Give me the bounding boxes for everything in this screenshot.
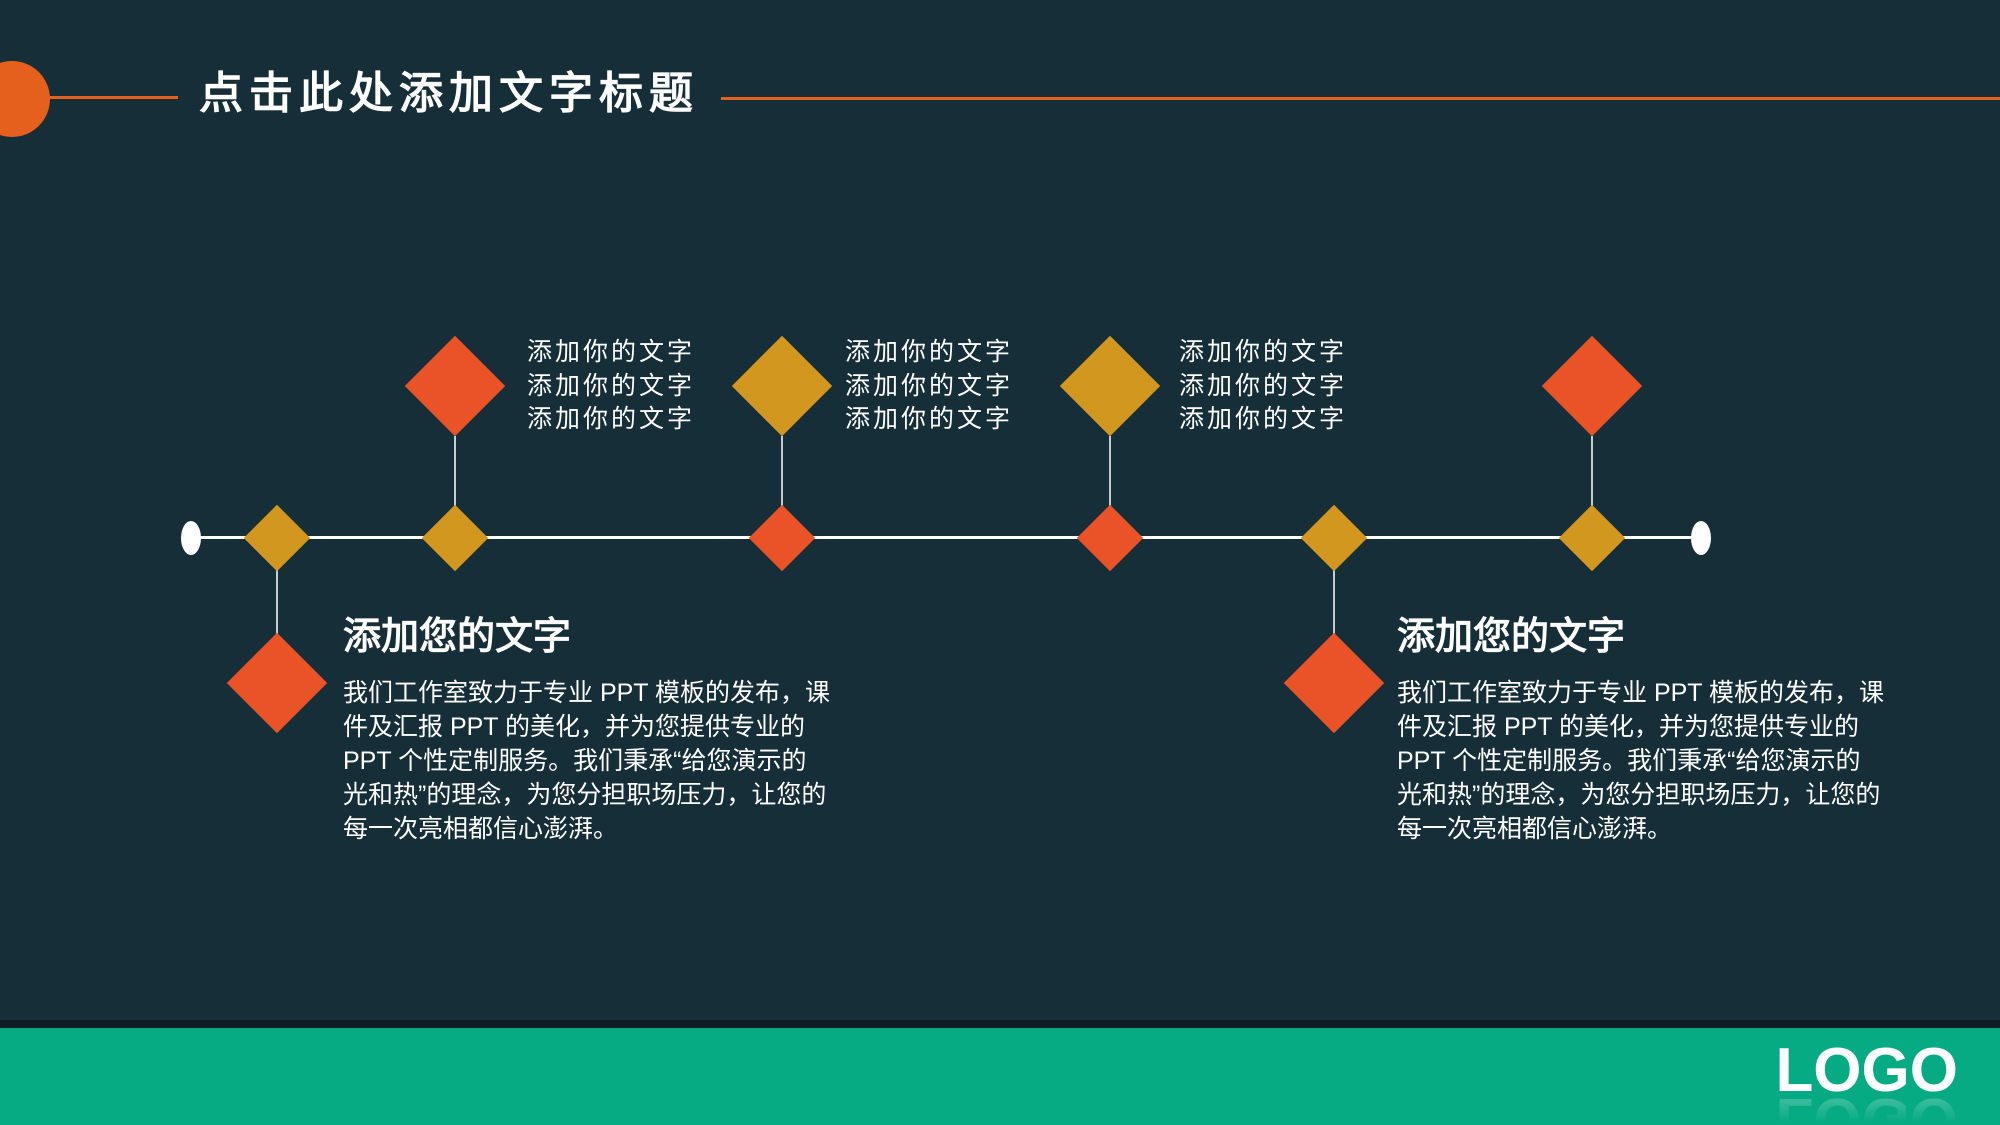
timeline-label-line: 添加你的文字 xyxy=(1179,371,1348,400)
detail-body-line: 光和热”的理念，为您分担职场压力，让您的 xyxy=(343,781,827,809)
timeline-bottom-diamond-icon xyxy=(226,632,328,734)
timeline-start-dot-icon xyxy=(181,521,201,555)
timeline-label-line: 添加你的文字 xyxy=(1179,405,1348,433)
timeline-label-group-2[interactable]: 添加你的文字 添加你的文字 添加你的文字 xyxy=(845,336,1013,437)
connector-line xyxy=(1109,436,1111,506)
timeline-label-line: 添加你的文字 xyxy=(845,338,1014,366)
timeline-label-line: 添加你的文字 xyxy=(845,405,1014,433)
header-accent-circle-icon xyxy=(0,61,50,137)
detail-heading-left[interactable]: 添加您的文字 xyxy=(343,616,572,658)
detail-body-right[interactable]: 我们工作室致力于专业 PPT 模板的发布，课 件及汇报 PPT 的美化，并为您提… xyxy=(1397,676,1884,846)
timeline-node-diamond-icon xyxy=(1076,504,1144,572)
detail-body-line: 我们工作室致力于专业 PPT 模板的发布，课 xyxy=(343,679,831,707)
timeline-label-line: 添加你的文字 xyxy=(527,405,696,433)
detail-body-line: 件及汇报 PPT 的美化，并为您提供专业的 xyxy=(1397,713,1860,741)
logo-reflection: LOGO xyxy=(1775,1085,1958,1125)
timeline-top-diamond-icon xyxy=(731,335,833,437)
timeline-bottom-diamond-icon xyxy=(1283,632,1385,734)
connector-line xyxy=(276,570,278,634)
footer-dark-strip xyxy=(0,1020,2000,1028)
connector-line xyxy=(1333,570,1335,634)
connector-line xyxy=(781,436,783,506)
detail-heading-right[interactable]: 添加您的文字 xyxy=(1397,616,1626,658)
timeline-node-diamond-icon xyxy=(1558,504,1626,572)
timeline-label-group-3[interactable]: 添加你的文字 添加你的文字 添加你的文字 xyxy=(1179,336,1347,437)
detail-body-line: PPT 个性定制服务。我们秉承“给您演示的 xyxy=(343,747,807,775)
timeline-node-diamond-icon xyxy=(748,504,816,572)
timeline-label-line: 添加你的文字 xyxy=(527,371,696,400)
timeline-top-diamond-icon xyxy=(1059,335,1161,437)
footer-green-bar xyxy=(0,1028,2000,1125)
timeline-label-group-1[interactable]: 添加你的文字 添加你的文字 添加你的文字 xyxy=(527,336,695,437)
timeline-top-diamond-icon xyxy=(1541,335,1643,437)
connector-line xyxy=(1591,436,1593,506)
timeline-label-line: 添加你的文字 xyxy=(527,338,696,366)
timeline-label-line: 添加你的文字 xyxy=(1179,338,1348,366)
detail-body-line: 光和热”的理念，为您分担职场压力，让您的 xyxy=(1397,781,1881,809)
logo-text: LOGO xyxy=(1775,1036,1958,1105)
timeline-node-diamond-icon xyxy=(1300,504,1368,572)
detail-body-line: 每一次亮相都信心澎湃。 xyxy=(343,815,619,843)
timeline-end-dot-icon xyxy=(1691,521,1711,555)
detail-body-line: PPT 个性定制服务。我们秉承“给您演示的 xyxy=(1397,747,1861,775)
timeline-node-diamond-icon xyxy=(243,504,311,572)
detail-body-line: 件及汇报 PPT 的美化，并为您提供专业的 xyxy=(343,713,806,741)
header-line-left xyxy=(48,96,178,99)
connector-line xyxy=(454,436,456,506)
timeline-label-line: 添加你的文字 xyxy=(845,371,1014,400)
detail-body-left[interactable]: 我们工作室致力于专业 PPT 模板的发布，课 件及汇报 PPT 的美化，并为您提… xyxy=(343,676,830,846)
detail-body-line: 我们工作室致力于专业 PPT 模板的发布，课 xyxy=(1397,679,1885,707)
timeline-node-diamond-icon xyxy=(421,504,489,572)
detail-body-line: 每一次亮相都信心澎湃。 xyxy=(1397,815,1673,843)
footer-logo: LOGO LOGO xyxy=(1775,1040,1958,1125)
header-line-right xyxy=(721,97,2000,100)
timeline-top-diamond-icon xyxy=(404,335,506,437)
timeline-line xyxy=(191,536,1701,539)
slide-title-placeholder[interactable]: 点击此处添加文字标题 xyxy=(199,69,699,118)
